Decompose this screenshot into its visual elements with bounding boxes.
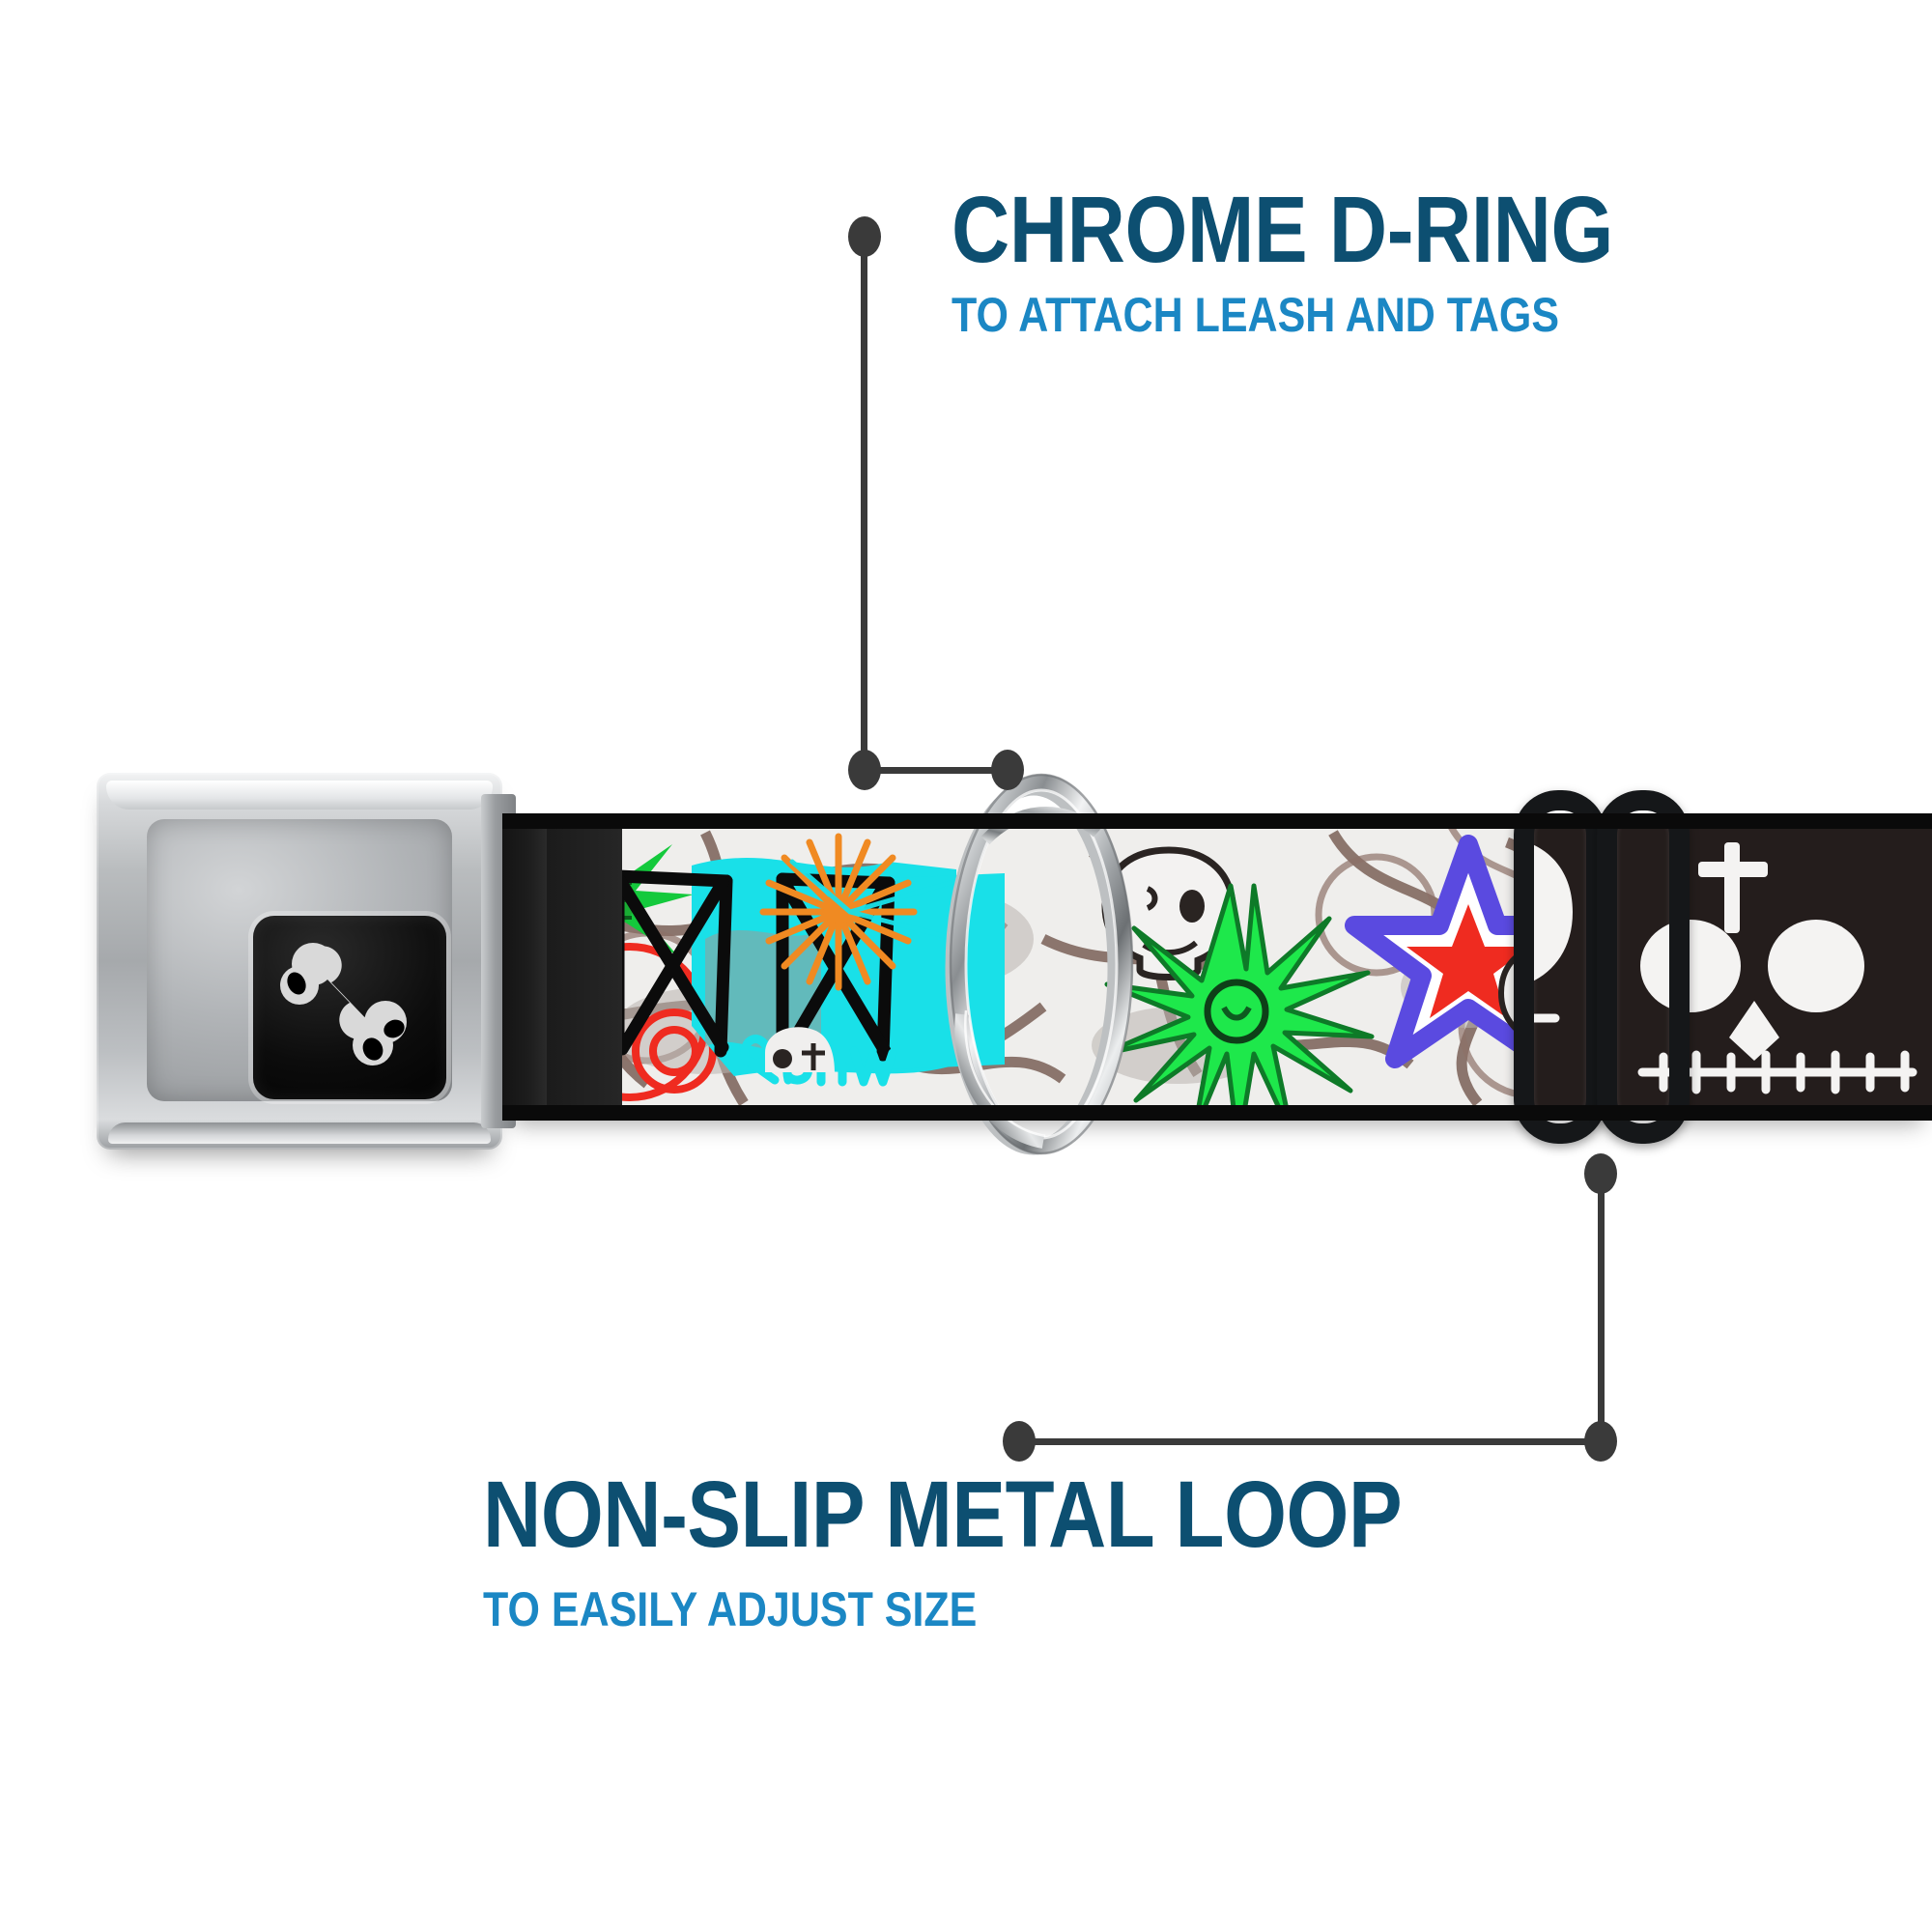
callout-non-slip-metal-loop: NON-SLIP METAL LOOP TO EASILY ADJUST SIZ… xyxy=(483,1462,1551,1637)
collar-strap xyxy=(502,813,1932,1121)
non-slip-metal-loop[interactable] xyxy=(1514,790,1703,1144)
seatbelt-buckle[interactable] xyxy=(97,773,622,1150)
loop-bar-left xyxy=(1514,790,1606,1144)
callout-subtitle-non-slip-metal-loop: TO EASILY ADJUST SIZE xyxy=(483,1582,978,1637)
buckle-top-highlight xyxy=(106,781,493,810)
leader-line-dring-horizontal xyxy=(865,767,1008,774)
leader-line-dring-vertical xyxy=(861,237,867,770)
callout-chrome-d-ring: CHROME D-RING TO ATTACH LEASH AND TAGS xyxy=(952,177,1720,343)
buckle-bottom-highlight xyxy=(108,1122,491,1144)
leader-line-loop-vertical xyxy=(1598,1174,1605,1444)
buckle-button-window[interactable] xyxy=(253,916,446,1099)
callout-subtitle-chrome-d-ring: TO ATTACH LEASH AND TAGS xyxy=(952,288,1560,343)
strap-edge-top xyxy=(502,813,1932,829)
leader-dot-loop-end xyxy=(1003,1421,1036,1462)
leader-dot-dring-target xyxy=(991,750,1024,790)
callout-title-non-slip-metal-loop: NON-SLIP METAL LOOP xyxy=(483,1462,1403,1567)
strap-black-segment xyxy=(502,813,547,1121)
d-ring-art xyxy=(945,773,1134,1155)
leader-line-loop-horizontal xyxy=(1019,1438,1599,1445)
dog-bone-icon xyxy=(280,943,407,1065)
callout-title-chrome-d-ring: CHROME D-RING xyxy=(952,177,1613,282)
strap-edge-bottom xyxy=(502,1105,1932,1121)
buckle-face-plate xyxy=(147,819,452,1101)
loop-bar-right xyxy=(1597,790,1690,1144)
chrome-d-ring[interactable] xyxy=(927,773,1150,1159)
